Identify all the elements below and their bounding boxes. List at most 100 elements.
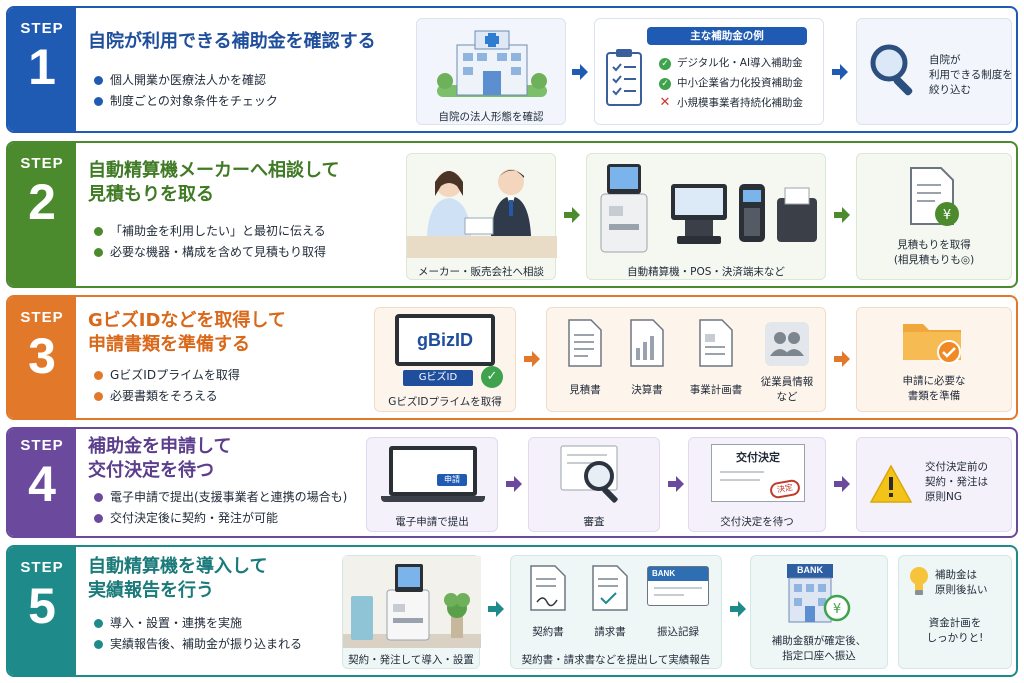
step-4-title: 補助金を申請して 交付決定を待つ <box>88 435 231 483</box>
arrow-right-icon <box>668 476 684 492</box>
step-label: STEP <box>20 559 64 576</box>
doc-label: 従業員情報 <box>760 376 814 388</box>
step-title-line: 自動精算機メーカーへ相談して <box>88 160 340 181</box>
check-icon: ✓ <box>481 366 503 388</box>
bullet: 個人開業か医療法人かを確認 <box>94 70 278 91</box>
consultation-caption: メーカー・販売会社へ相談 <box>418 266 544 278</box>
doc-label: 請求書 <box>594 626 626 638</box>
doc-label: 振込記録 <box>657 626 699 638</box>
step-4-row: STEP 4 補助金を申請して 交付決定を待つ 電子申請で提出(支援事業者と連携… <box>6 427 1018 538</box>
equipment-icon <box>600 164 817 253</box>
payment-text: 補助金額が確定後、 指定口座へ振込 <box>751 634 887 664</box>
bullet: GビズIDプライムを取得 <box>94 365 240 386</box>
step-4-badge: STEP 4 <box>8 429 76 536</box>
quote-text: 見積もりを取得 (相見積もりも◎) <box>857 238 1011 268</box>
tip-heading: 補助金は 原則後払い <box>935 568 988 598</box>
text-line: 申請に必要な <box>902 375 966 387</box>
gbizid-screen-text: gBizID <box>399 318 491 362</box>
report-caption: 契約書・請求書などを提出して実績報告 <box>521 654 711 666</box>
step-number: 2 <box>28 174 56 230</box>
subsidy-name: 小規模事業者持続化補助金 <box>677 97 803 109</box>
arrow-right-icon <box>524 351 540 367</box>
installation-caption: 契約・発注して導入・設置 <box>348 654 474 666</box>
subsidy-list: ✓デジタル化・AI導入補助金 ✓中小企業省力化投資補助金 ✕小規模事業者持続化補… <box>659 53 803 113</box>
step-2-bullets: 「補助金を利用したい」と最初に伝える 必要な機器・構成を含めて見積もり取得 <box>94 221 326 263</box>
contract-document-icon <box>530 565 566 611</box>
warning-icon <box>869 464 913 503</box>
text-line: 交付決定前の <box>925 461 988 473</box>
people-icon <box>765 322 809 366</box>
arrow-right-icon <box>832 64 848 80</box>
step-number: 3 <box>28 328 56 384</box>
arrow-right-icon <box>564 207 580 223</box>
step-title-line: 申請書類を準備する <box>88 334 250 355</box>
subsidy-name: デジタル化・AI導入補助金 <box>677 57 803 69</box>
folder-check-icon <box>903 324 961 364</box>
document-icon <box>568 319 602 367</box>
installed-kiosk-icon <box>343 556 481 648</box>
text-line: 書類を準備 <box>907 390 961 402</box>
subsidy-item: ✓デジタル化・AI導入補助金 <box>659 53 803 73</box>
payment-panel: ¥ BANK 補助金額が確定後、 指定口座へ振込 <box>750 555 888 669</box>
arrow-right-icon <box>834 207 850 223</box>
doc-transfer-record: BANK 振込記録 <box>647 566 713 638</box>
step-1-title: 自院が利用できる補助金を確認する <box>88 30 376 54</box>
step-3-bullets: GビズIDプライムを取得 必要書類をそろえる <box>94 365 240 407</box>
step-5-bullets: 導入・設置・連携を実施 実績報告後、補助金が振り込まれる <box>94 613 302 655</box>
text-line: 補助金は <box>935 569 977 581</box>
hospital-caption: 自院の法人形態を確認 <box>438 111 544 123</box>
doc-label: 決算書 <box>631 384 663 396</box>
review-caption: 審査 <box>583 516 605 528</box>
bullet: 交付決定後に契約・発注が可能 <box>94 508 347 529</box>
doc-line <box>720 471 764 473</box>
magnifier-icon <box>870 44 913 96</box>
approval-stamp-icon: 決定 <box>768 478 802 500</box>
subsidy-examples-header: 主な補助金の例 <box>647 27 807 45</box>
step-number: 1 <box>28 39 56 95</box>
review-panel: 審査 <box>528 437 660 532</box>
tip-panel: 補助金は 原則後払い 資金計画を しっかりと! <box>898 555 1012 669</box>
quote-panel: ¥ 見積もりを取得 (相見積もりも◎) <box>856 153 1012 280</box>
apply-button: 申請 <box>437 474 467 486</box>
gbizid-panel: gBizID GビズID ✓ GビズIDプライムを取得 <box>374 307 516 412</box>
decision-document: 交付決定 決定 <box>711 444 805 502</box>
document-icon <box>630 319 664 367</box>
documents-panel: 見積書 決算書 事業計画書 従業員情報 など <box>546 307 826 412</box>
lightbulb-icon <box>910 567 928 595</box>
text-line: (相見積もりも◎) <box>893 254 975 266</box>
step-title-line: 補助金を申請して <box>88 436 232 457</box>
step-number: 5 <box>28 578 56 634</box>
yen-document-icon: ¥ <box>910 167 959 226</box>
hospital-icon <box>437 30 547 97</box>
step-5-title: 自動精算機を導入して 実績報告を行う <box>88 555 267 603</box>
document-icon <box>699 319 733 367</box>
step-label: STEP <box>20 309 64 326</box>
step-4-bullets: 電子申請で提出(支援事業者と連携の場合も) 交付決定後に契約・発注が可能 <box>94 487 347 529</box>
doc-label: 見積書 <box>569 384 601 396</box>
subsidy-examples-panel: 主な補助金の例 ✓デジタル化・AI導入補助金 ✓中小企業省力化投資補助金 ✕小規… <box>594 18 824 125</box>
step-title-line: 見積もりを取る <box>88 184 214 205</box>
step-2-title: 自動精算機メーカーへ相談して 見積もりを取る <box>88 159 339 207</box>
invoice-document-icon <box>592 565 628 611</box>
step-5-badge: STEP 5 <box>8 547 76 675</box>
step-label: STEP <box>20 437 64 454</box>
step-5-row: STEP 5 自動精算機を導入して 実績報告を行う 導入・設置・連携を実施 実績… <box>6 545 1018 677</box>
doc-label: 契約書 <box>532 626 564 638</box>
text-line: 絞り込む <box>929 84 971 96</box>
step-label: STEP <box>20 155 64 172</box>
bullet: 実績報告後、補助金が振り込まれる <box>94 634 302 655</box>
bank-card: BANK <box>647 566 709 606</box>
doc-line <box>720 479 760 481</box>
check-icon: ✓ <box>659 78 671 90</box>
text-line: 契約・発注は <box>925 476 988 488</box>
text-line: 資金計画を <box>928 617 982 629</box>
laptop-display: 申請 <box>393 450 473 492</box>
bullet: 「補助金を利用したい」と最初に伝える <box>94 221 326 242</box>
step-3-row: STEP 3 GビズIDなどを取得して 申請書類を準備する GビズIDプライムを… <box>6 295 1018 420</box>
step-1-badge: STEP 1 <box>8 8 76 131</box>
prepare-docs-text: 申請に必要な 書類を準備 <box>857 374 1011 404</box>
e-application-caption: 電子申請で提出 <box>395 516 469 528</box>
cross-icon: ✕ <box>659 95 671 110</box>
equipment-caption: 自動精算機・POS・決済端末など <box>627 266 785 278</box>
arrow-right-icon <box>834 351 850 367</box>
